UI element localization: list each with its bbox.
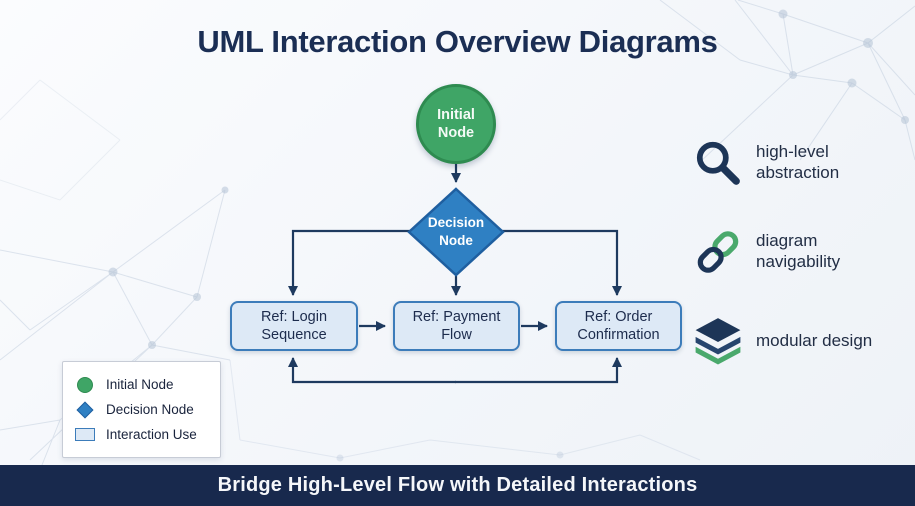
chain-link-icon bbox=[697, 231, 739, 273]
legend-rectangle-symbol bbox=[75, 428, 95, 441]
legend-label: Initial Node bbox=[106, 377, 174, 392]
footer-bar: Bridge High-Level Flow with Detailed Int… bbox=[0, 465, 915, 506]
ref-box-payment-flow: Ref: Payment Flow bbox=[393, 301, 520, 351]
arrow-decision-to-login bbox=[288, 229, 410, 296]
layers-icon bbox=[695, 318, 741, 365]
ref-box-order-confirmation: Ref: Order Confirmation bbox=[555, 301, 682, 351]
feature-label: high-level abstraction bbox=[756, 142, 840, 182]
feature-label: diagram navigability bbox=[756, 231, 841, 271]
legend-label: Interaction Use bbox=[106, 427, 197, 442]
legend-label: Decision Node bbox=[106, 402, 194, 417]
legend-circle-symbol bbox=[75, 376, 95, 393]
arrow-loop-to-order bbox=[455, 357, 622, 384]
legend-diamond-symbol bbox=[75, 401, 95, 418]
legend-item-decision-node: Decision Node bbox=[75, 397, 208, 422]
decision-node-diamond bbox=[407, 187, 505, 277]
legend-item-initial-node: Initial Node bbox=[75, 372, 208, 397]
feature-diagram-navigability: diagram navigability bbox=[693, 227, 881, 277]
feature-high-level-abstraction: high-level abstraction bbox=[693, 138, 881, 188]
legend-box: Initial Node Decision Node Interaction U… bbox=[62, 361, 221, 458]
ref-box-login-sequence: Ref: Login Sequence bbox=[230, 301, 358, 351]
arrow-decision-to-order bbox=[502, 229, 622, 296]
footer-text: Bridge High-Level Flow with Detailed Int… bbox=[217, 474, 698, 496]
magnifier-icon bbox=[696, 141, 740, 185]
initial-node-label: Initial Node bbox=[437, 106, 475, 141]
feature-modular-design: modular design bbox=[693, 316, 881, 366]
ref-box-label: Ref: Login Sequence bbox=[260, 308, 328, 343]
page-title: UML Interaction Overview Diagrams bbox=[197, 24, 718, 59]
initial-node: Initial Node bbox=[416, 84, 496, 164]
ref-box-label: Ref: Payment Flow bbox=[412, 308, 501, 343]
arrow-loop-to-login bbox=[288, 357, 456, 384]
decision-node-label: Decision Node bbox=[427, 215, 485, 248]
ref-box-label: Ref: Order Confirmation bbox=[577, 308, 660, 343]
legend-item-interaction-use: Interaction Use bbox=[75, 422, 208, 447]
feature-label: modular design bbox=[756, 330, 873, 350]
